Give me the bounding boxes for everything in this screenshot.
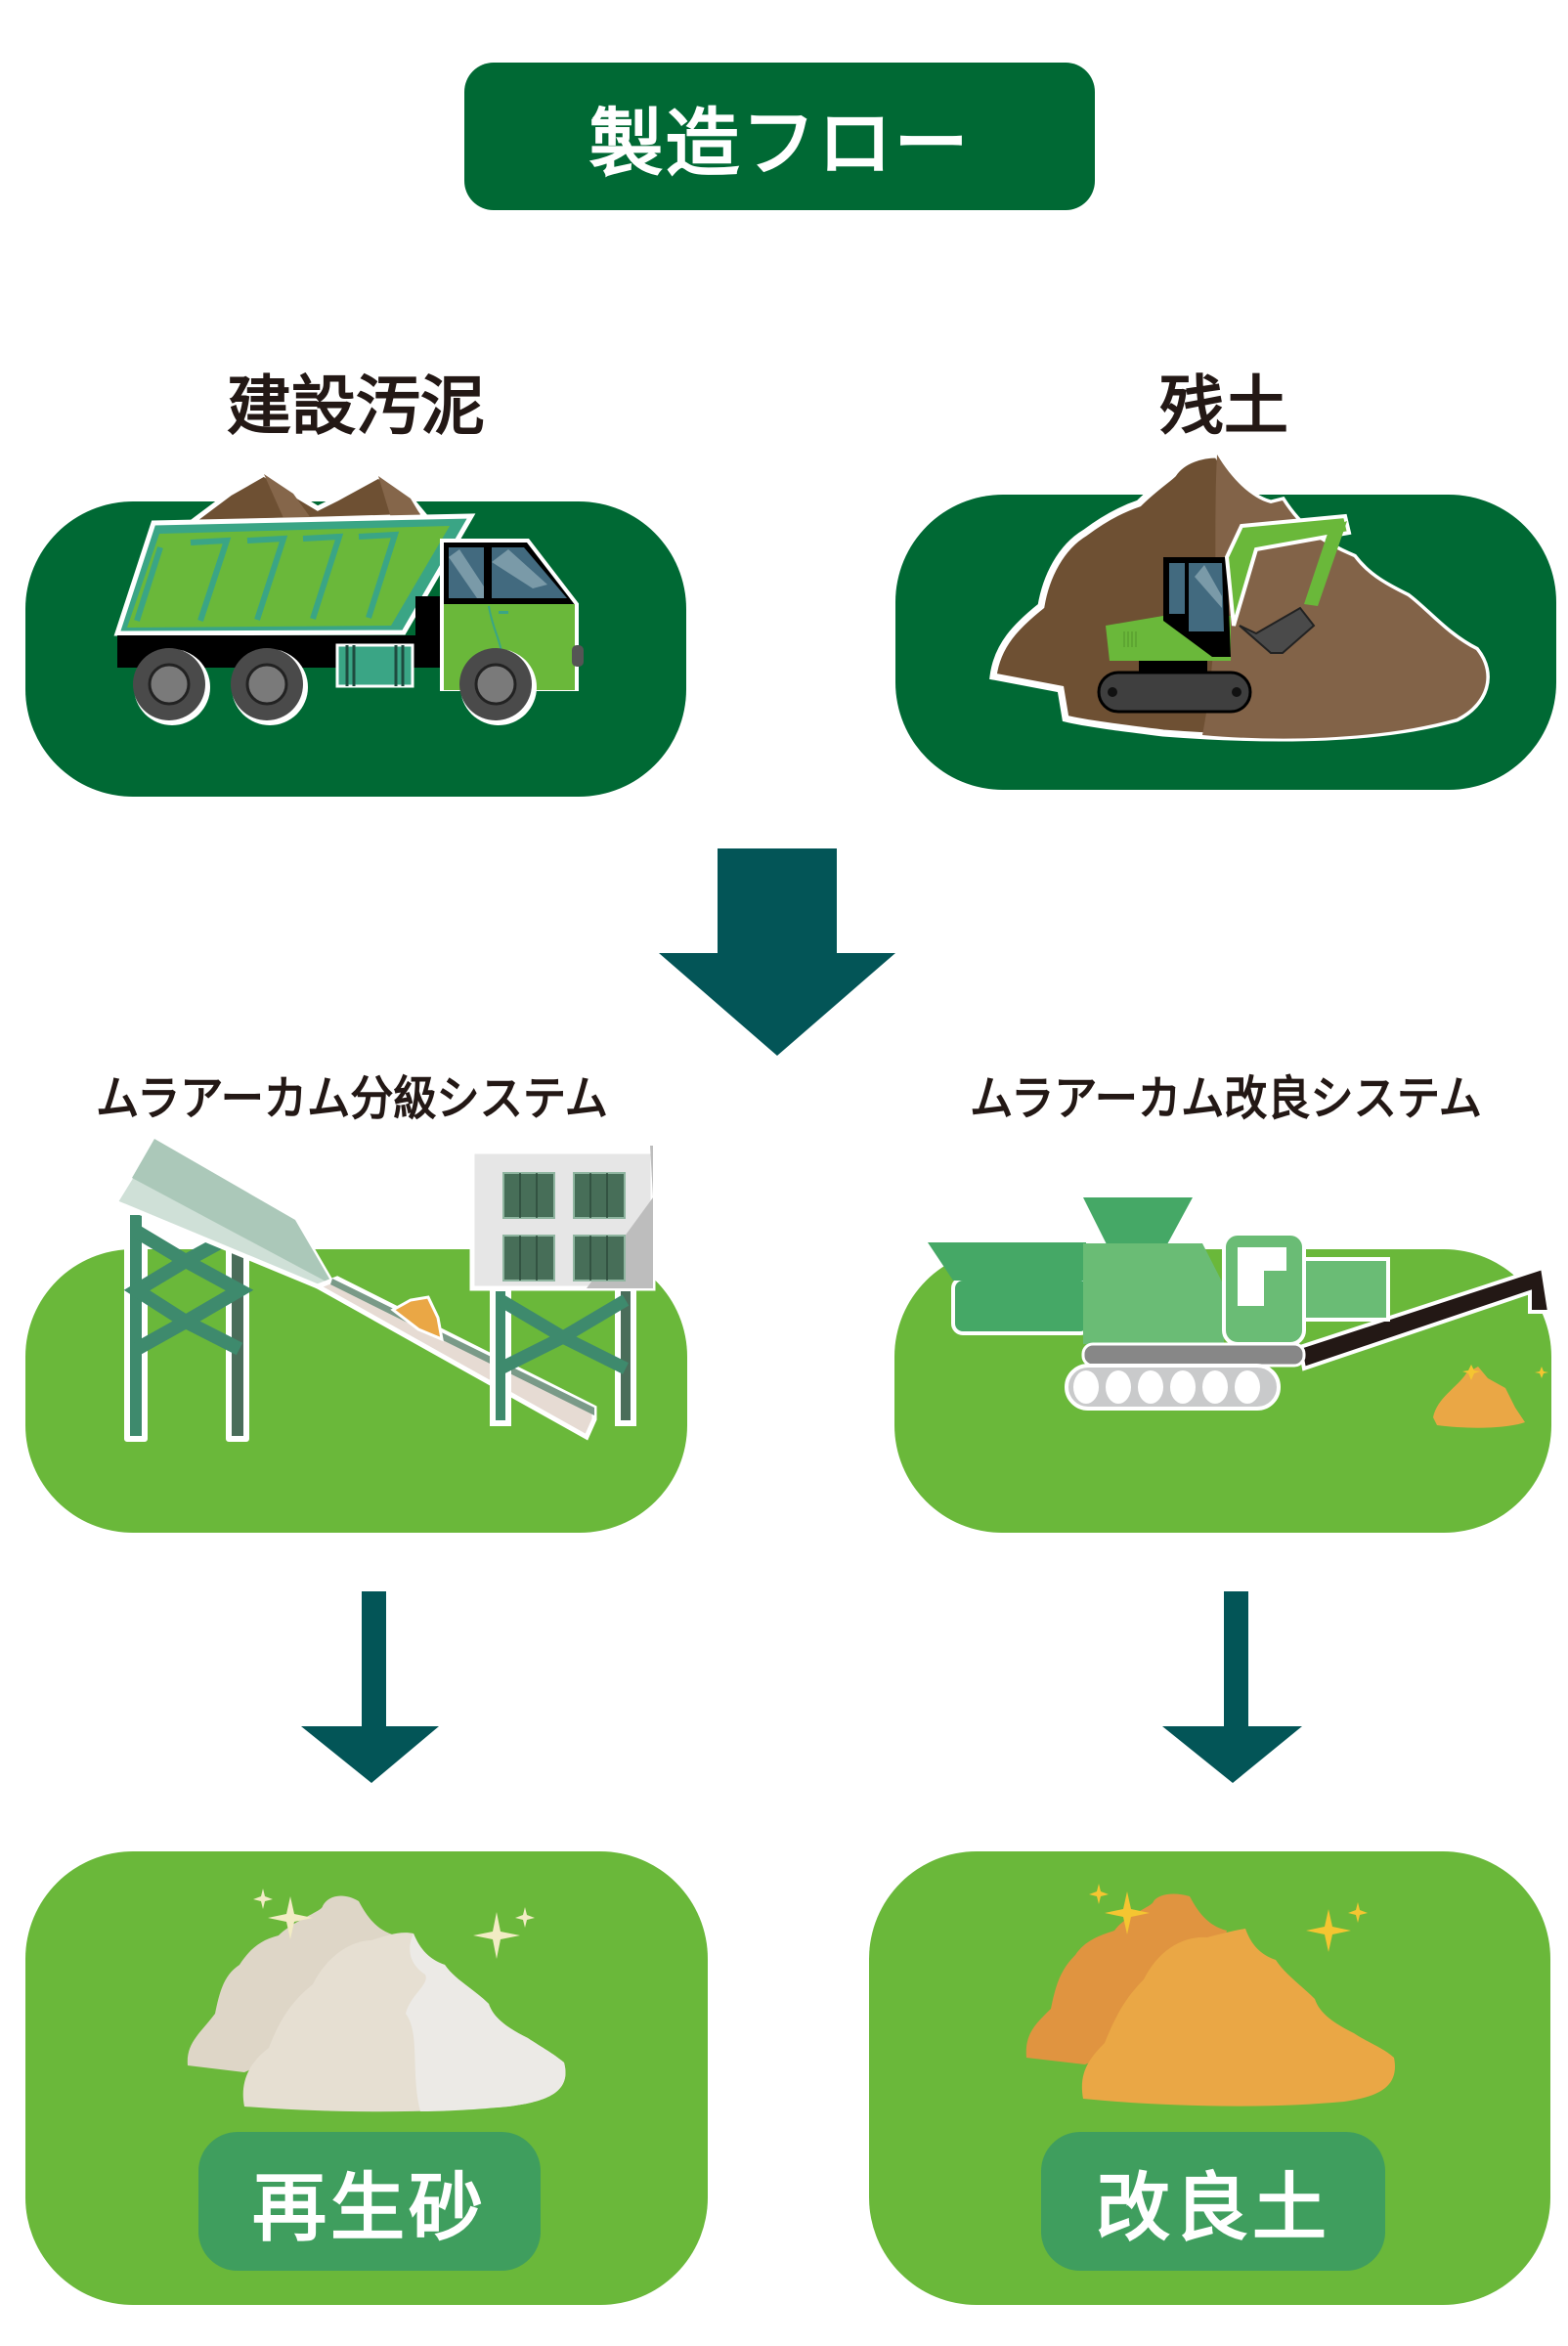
product-label-box-soil: 改良土 (1041, 2132, 1385, 2271)
truck-wheels (133, 648, 537, 725)
product-label-soil: 改良土 (1096, 2164, 1330, 2251)
dump-truck-illustration (113, 471, 584, 725)
excavator-track (1097, 671, 1252, 714)
product-label-sand: 再生砂 (252, 2164, 487, 2251)
source-label-soil: 残土 (1159, 369, 1288, 444)
system-label-improvement: ムラアーカム改良システム (970, 1071, 1482, 1126)
excavator-bucket (1239, 606, 1316, 654)
system-label-classifier: ムラアーカム分級システム (96, 1071, 608, 1126)
sludge-pile-icon (183, 471, 431, 526)
down-arrow-right (1162, 1591, 1302, 1783)
page-title: 製造フロー (588, 99, 971, 187)
top-hopper (1083, 1197, 1193, 1244)
improvement-machine-illustration (928, 1197, 1552, 1428)
output-soil-pile (1433, 1367, 1525, 1428)
main-down-arrow (659, 848, 895, 1056)
left-hopper (928, 1242, 1086, 1281)
sparkle-icons (253, 1889, 535, 1959)
improved-soil-pile-illustration (1025, 1884, 1395, 2107)
source-label-sludge: 建設汚泥 (227, 369, 485, 444)
down-arrow-left (301, 1591, 439, 1783)
recycled-sand-pile-illustration (187, 1889, 566, 2112)
classifier-plant-illustration (111, 1135, 656, 1442)
product-label-box-sand: 再生砂 (198, 2132, 541, 2271)
conveyor-belt (1297, 1265, 1552, 1371)
excavator-boom (1224, 513, 1352, 627)
excavator-illustration (989, 451, 1490, 742)
machine-body (1083, 1243, 1224, 1344)
fuel-tank (335, 643, 414, 688)
header-title-box: 製造フロー (464, 63, 1095, 210)
sparkle-icons (1089, 1884, 1368, 1952)
